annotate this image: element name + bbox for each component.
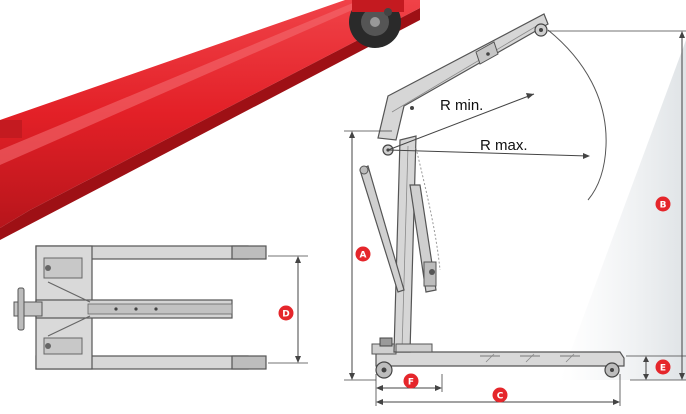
crane-base-top-view	[13, 245, 267, 370]
badge-a: A	[355, 246, 371, 262]
caster-wheel-icon	[349, 0, 404, 48]
badge-d: D	[278, 305, 294, 321]
dimension-a: A	[344, 130, 392, 381]
svg-text:C: C	[497, 392, 504, 402]
radius-indicators: R min. R max.	[387, 29, 607, 201]
red-leg-beam-photo	[0, 0, 420, 240]
background-shade	[560, 40, 686, 380]
svg-text:F: F	[408, 378, 414, 388]
r-min-label: R min.	[440, 97, 483, 114]
badge-b: B	[655, 196, 671, 212]
svg-text:E: E	[660, 364, 666, 374]
svg-text:B: B	[660, 201, 667, 211]
r-max-label: R max.	[480, 137, 528, 154]
dimension-e: E	[626, 355, 686, 380]
svg-text:D: D	[282, 310, 289, 320]
dimension-d: D	[268, 255, 308, 364]
dimension-c: C	[376, 374, 621, 406]
dimension-b: B	[548, 30, 686, 381]
badge-f: F	[403, 373, 419, 389]
badge-e: E	[655, 359, 671, 375]
svg-text:A: A	[360, 251, 367, 261]
crane-side-view	[359, 13, 625, 379]
dimension-f: F	[375, 373, 443, 406]
badge-c: C	[492, 387, 508, 403]
